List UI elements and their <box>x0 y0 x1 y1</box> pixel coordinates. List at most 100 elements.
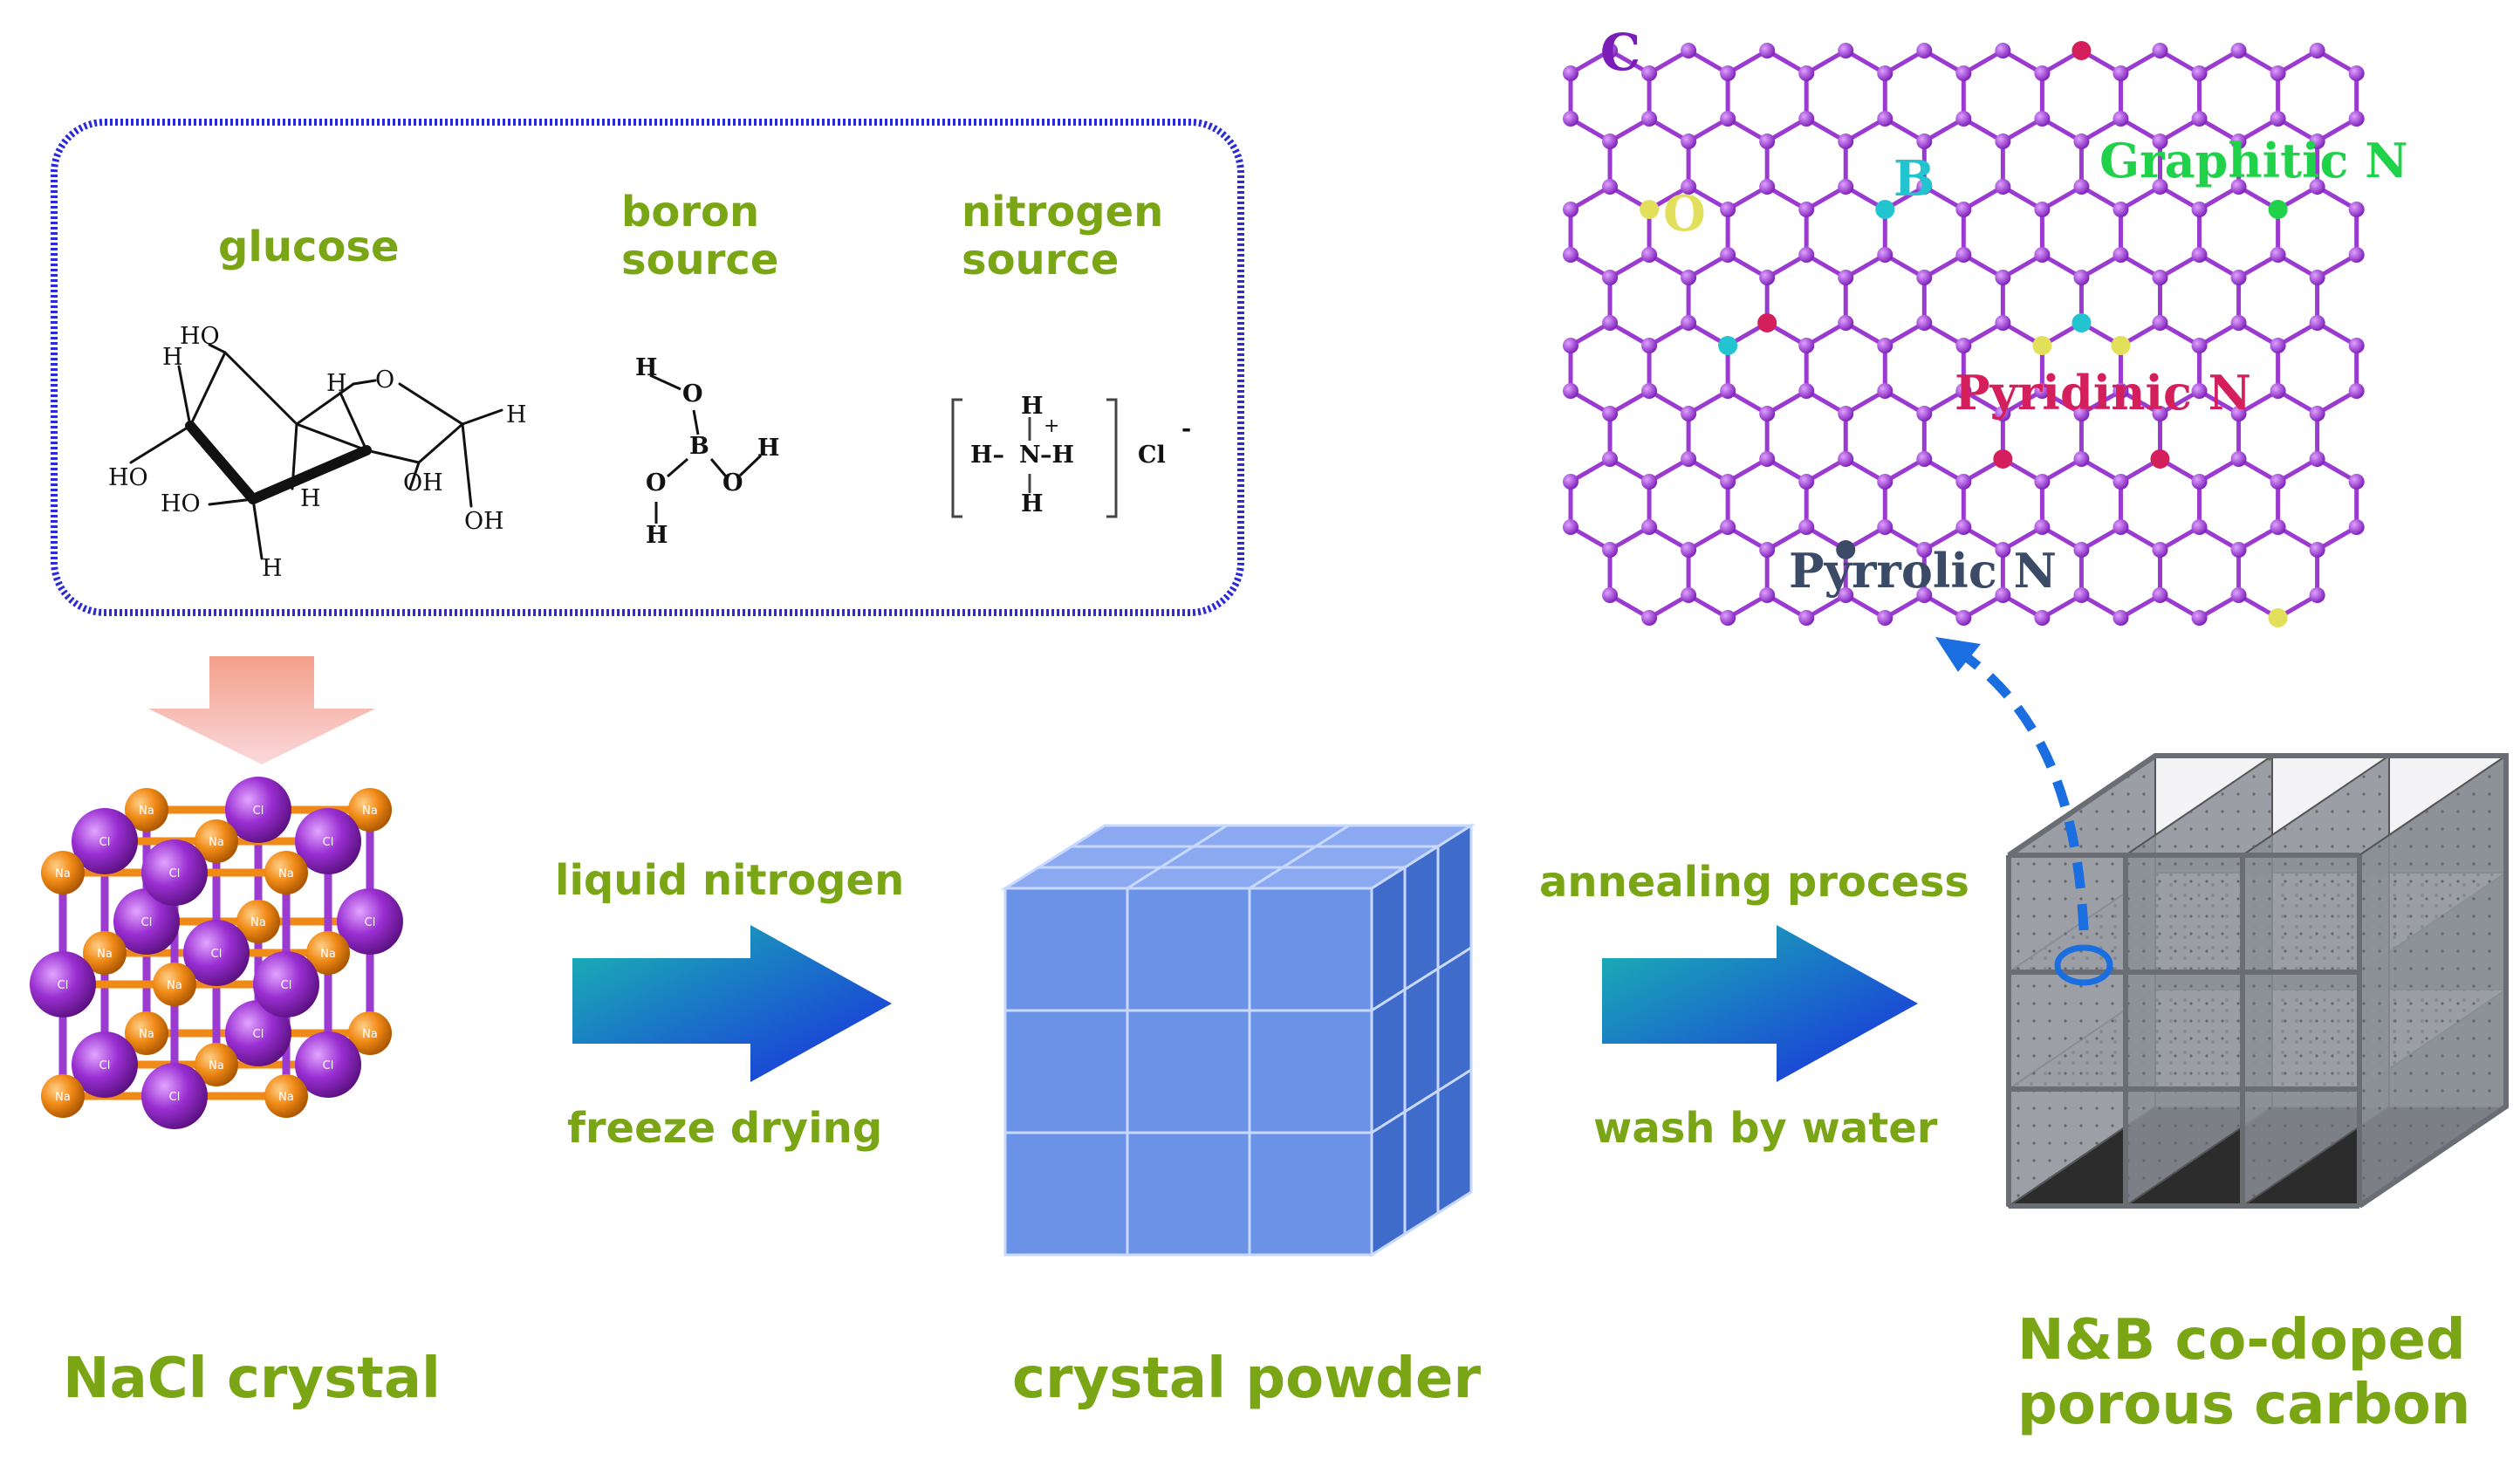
carbon-atom <box>2113 247 2129 263</box>
carbon-atom <box>2230 406 2247 421</box>
freeze-drying-label: freeze drying <box>567 1104 883 1153</box>
carbon-atom <box>1602 315 1619 331</box>
na-atom-label: Na <box>97 948 113 961</box>
oxygen-dopant-atom <box>2268 608 2288 627</box>
carbon-atom <box>2191 247 2208 263</box>
nh4-h-top: H <box>1021 393 1044 420</box>
powder-cube-side <box>1370 1109 1407 1257</box>
glucose-o-ring: O <box>375 367 395 394</box>
frame-partition-holes <box>2126 756 2272 1206</box>
carbon-atom <box>1641 247 1658 263</box>
carbon-atom <box>2034 383 2051 399</box>
carbon-atom <box>1798 383 1815 399</box>
carbon-atom <box>1563 65 1578 81</box>
carbon-atom <box>1720 247 1736 263</box>
down-arrow <box>148 656 375 764</box>
carbon-atom <box>2270 247 2286 263</box>
carbon-atom <box>2152 587 2168 603</box>
powder-cube-face <box>1003 1009 1129 1134</box>
carbon-atom <box>1602 451 1619 467</box>
boron-source-label: boron source <box>621 188 778 284</box>
carbon-atom <box>1838 315 1854 331</box>
carbon-atom <box>1995 406 2011 421</box>
carbon-atom <box>1602 270 1619 285</box>
carbon-atom <box>2230 134 2247 149</box>
carbon-atom <box>1916 587 1933 603</box>
carbon-atom <box>1759 179 1776 195</box>
powder-cube-face <box>1248 887 1373 1012</box>
carbon-atom <box>1955 65 1972 81</box>
oxygen-dopant-atom <box>2032 336 2052 355</box>
carbon-atom <box>1720 111 1736 127</box>
na-atom <box>41 851 85 894</box>
carbon-atom <box>1641 474 1658 490</box>
carbon-atom <box>1602 43 1619 58</box>
cl-atom-label: Cl <box>281 979 292 992</box>
carbon-atom <box>1563 383 1578 399</box>
carbon-atom <box>1916 270 1933 285</box>
glucose-h-mid: H <box>300 485 321 512</box>
carbon-atom <box>2230 315 2247 331</box>
pyrrolic-n-label: Pyrrolic N <box>1789 543 2057 599</box>
na-atom-label: Na <box>139 805 154 818</box>
carbon-atom <box>1838 134 1854 149</box>
product-label-line2: porous carbon <box>2017 1372 2471 1437</box>
powder-cube-face <box>1248 1009 1373 1134</box>
glucose-h-ring: H <box>326 370 347 397</box>
carbon-atom <box>2034 519 2051 535</box>
carbon-atom <box>1838 587 1854 603</box>
carbon-atom <box>1838 270 1854 285</box>
carbon-atom <box>1681 270 1697 285</box>
carbon-atom <box>1798 474 1815 490</box>
carbon-atom <box>1641 610 1658 626</box>
carbon-atom <box>1759 270 1776 285</box>
carbon-atom <box>1641 519 1658 535</box>
cl-atom-label: Cl <box>211 948 223 961</box>
na-atom <box>264 851 308 894</box>
pyridinic-n-atom <box>1993 449 2013 469</box>
carbon-atom <box>2230 43 2247 58</box>
nitrogen-label-line1: nitrogen <box>962 188 1164 236</box>
nacl-crystal-label: NaCl crystal <box>63 1346 441 1411</box>
frame-partition-holes <box>2359 756 2506 1206</box>
carbon-atom <box>2034 111 2051 127</box>
boric-o-top: O <box>682 380 703 408</box>
powder-cube-side <box>1436 1067 1473 1216</box>
carbon-atom <box>2113 202 2129 217</box>
na-atom <box>348 1011 392 1055</box>
cl-atom-label: Cl <box>169 1091 181 1104</box>
oxygen-dopant-atom <box>2111 336 2131 355</box>
carbon-atom <box>1798 111 1815 127</box>
carbon-atom <box>2191 519 2208 535</box>
carbon-atom <box>1838 179 1854 195</box>
cl-atom-label: Cl <box>323 836 334 849</box>
carbon-atom <box>1641 338 1658 353</box>
carbon-atom <box>1681 542 1697 558</box>
nh4-h-bottom: H <box>1021 490 1044 517</box>
carbon-atom <box>2191 65 2208 81</box>
cl-atom-label: Cl <box>99 1059 111 1072</box>
carbon-atom <box>1798 247 1815 263</box>
na-atom-label: Na <box>320 948 336 961</box>
nh4-h-right: –H <box>1040 442 1075 469</box>
carbon-atom <box>2073 542 2090 558</box>
na-atom <box>125 788 168 832</box>
powder-cube-side <box>1403 1088 1440 1237</box>
carbon-atom <box>2191 338 2208 353</box>
carbon-atom <box>1563 519 1578 535</box>
glucose-structure <box>129 343 503 560</box>
cl-atom-label: Cl <box>365 916 376 929</box>
carbon-atom <box>1681 43 1697 58</box>
boric-o-left: O <box>646 469 667 497</box>
carbon-atom <box>1563 247 1578 263</box>
cl-atom-label: Cl <box>253 1028 264 1041</box>
carbon-atom <box>1759 542 1776 558</box>
cl-atom <box>225 777 291 843</box>
carbon-atom <box>1955 474 1972 490</box>
carbon-atom <box>1995 179 2011 195</box>
carbon-atom <box>2152 406 2168 421</box>
na-atom <box>264 1074 308 1118</box>
carbon-atom <box>1602 587 1619 603</box>
carbon-atom <box>1759 451 1776 467</box>
